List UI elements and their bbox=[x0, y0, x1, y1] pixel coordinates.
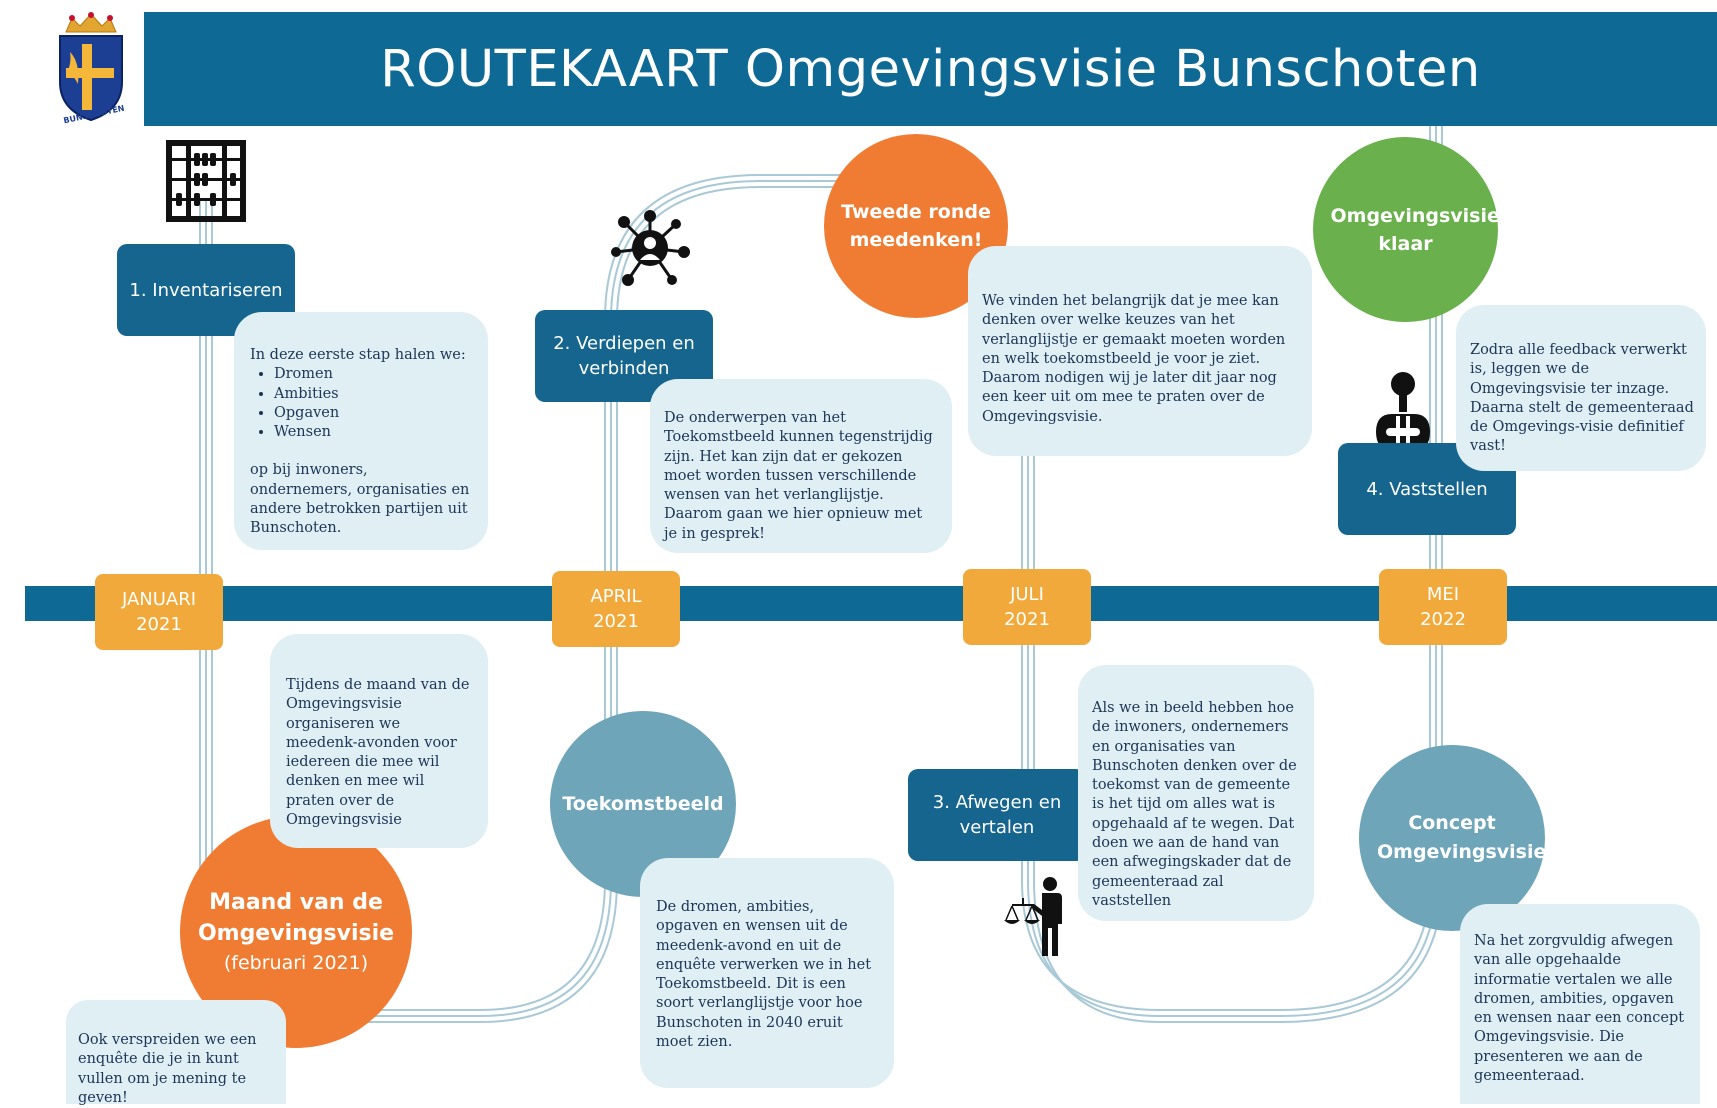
milestone-label: Maand van de Omgevingsvisie bbox=[197, 890, 395, 946]
list-item: Opgaven bbox=[274, 404, 474, 423]
milestone-label: Toekomstbeeld bbox=[562, 793, 724, 815]
date-badge-juli: JULI 2021 bbox=[963, 569, 1091, 645]
card-afwegen: Als we in beeld hebben hoe de inwoners, … bbox=[1078, 665, 1314, 921]
card-enquete: Ook verspreiden we een enquête die je in… bbox=[66, 1000, 286, 1106]
date-month: MEI bbox=[1426, 584, 1460, 605]
header-banner: ROUTEKAART Omgevingsvisie Bunschoten bbox=[144, 12, 1717, 126]
date-year: 2021 bbox=[136, 614, 182, 635]
step-3-afwegen: 3. Afwegen en vertalen bbox=[908, 769, 1086, 861]
network-person-icon bbox=[610, 208, 690, 293]
milestone-concept-omgevingsvisie: Concept Omgevingsvisie bbox=[1359, 745, 1547, 931]
list-item: Dromen bbox=[274, 365, 474, 384]
card-maand-van-de-omgevingsvisie: Tijdens de maand van de Omgevingsvisie o… bbox=[270, 634, 488, 848]
milestone-maand-van-de-omgevingsvisie: Maand van de Omgevingsvisie (februari 20… bbox=[180, 816, 412, 1048]
date-month: APRIL bbox=[590, 586, 642, 607]
list-item: Ambities bbox=[274, 385, 474, 404]
card-tweede-ronde: We vinden het belangrijk dat je mee kan … bbox=[968, 246, 1312, 456]
milestone-label: Concept Omgevingsvisie bbox=[1377, 812, 1547, 863]
milestone-omgevingsvisie-klaar: Omgevingsvisie klaar bbox=[1313, 137, 1500, 322]
card-bullet-list: Dromen Ambities Opgaven Wensen bbox=[250, 365, 474, 442]
person-scales-icon bbox=[1002, 876, 1072, 961]
date-month: JULI bbox=[1010, 584, 1044, 605]
milestone-label: Omgevingsvisie klaar bbox=[1330, 204, 1500, 255]
card-step2-verdiepen: De onderwerpen van het Toekomstbeeld kun… bbox=[650, 379, 952, 553]
abacus-icon bbox=[166, 140, 246, 227]
date-badge-april: APRIL 2021 bbox=[552, 571, 680, 647]
card-vaststellen: Zodra alle feedback verwerkt is, leggen … bbox=[1456, 305, 1706, 471]
list-item: Wensen bbox=[274, 423, 474, 442]
card-outro: op bij inwoners, ondernemers, organisati… bbox=[250, 462, 470, 537]
date-month: JANUARI bbox=[121, 589, 197, 610]
page-title: ROUTEKAART Omgevingsvisie Bunschoten bbox=[380, 39, 1481, 99]
date-badge-januari: JANUARI 2021 bbox=[95, 574, 223, 650]
coat-of-arms-icon bbox=[59, 12, 123, 122]
date-year: 2022 bbox=[1420, 609, 1466, 630]
card-step1-inventariseren: In deze eerste stap halen we: Dromen Amb… bbox=[234, 312, 488, 550]
municipality-logo: BUNSCHOTEN bbox=[52, 12, 130, 125]
milestone-date: (februari 2021) bbox=[223, 952, 369, 974]
card-toekomstbeeld: De dromen, ambities, opgaven en wensen u… bbox=[640, 858, 894, 1088]
date-year: 2021 bbox=[593, 611, 639, 632]
milestone-label: Tweede ronde meedenken! bbox=[841, 201, 991, 251]
stamp-icon bbox=[1368, 372, 1438, 457]
date-badge-mei: MEI 2022 bbox=[1379, 569, 1507, 645]
card-concept: Na het zorgvuldig afwegen van alle opgeh… bbox=[1460, 904, 1700, 1104]
date-year: 2021 bbox=[1004, 609, 1050, 630]
card-intro: In deze eerste stap halen we: bbox=[250, 347, 466, 363]
